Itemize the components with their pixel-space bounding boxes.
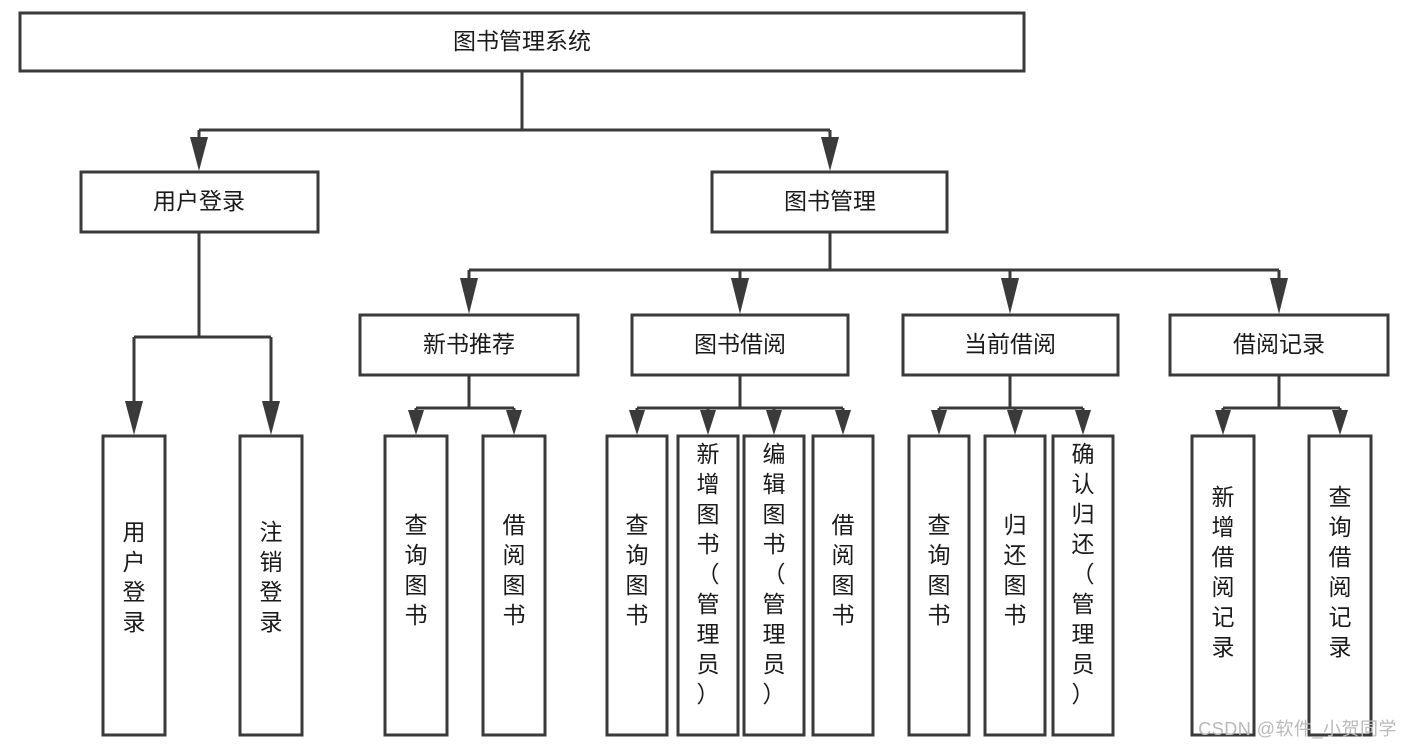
node-leaf-logout-login-label: 注销登录 <box>260 519 283 635</box>
arrow-head-leaf-return-book <box>1007 410 1023 435</box>
node-leaf-query-borrow-record-box[interactable] <box>1307 434 1373 737</box>
node-user-login-label: 用户登录 <box>153 188 245 214</box>
node-leaf-edit-book-admin-box[interactable] <box>742 434 806 737</box>
node-leaf-query-book-1[interactable]: 查询图书 <box>383 434 449 737</box>
arrow-head-new-book-recommend <box>460 278 478 314</box>
node-book-borrow[interactable]: 图书借阅 <box>630 313 850 377</box>
node-leaf-borrow-book-2[interactable]: 借阅图书 <box>811 434 875 737</box>
arrow-head-leaf-add-borrow-record <box>1215 410 1231 435</box>
node-leaf-confirm-return-admin-box[interactable] <box>1051 434 1115 737</box>
node-current-borrow[interactable]: 当前借阅 <box>901 313 1120 377</box>
connectors-layer <box>125 71 1348 435</box>
node-leaf-return-book-label: 归还图书 <box>1004 512 1027 628</box>
arrow-head-book-borrow <box>731 278 749 314</box>
node-leaf-query-book-3-label: 查询图书 <box>928 512 951 628</box>
node-leaf-user-login[interactable]: 用户登录 <box>101 434 167 737</box>
node-leaf-return-book-box[interactable] <box>983 434 1047 737</box>
arrow-head-current-borrow <box>1001 278 1019 314</box>
node-leaf-add-borrow-record[interactable]: 新增借阅记录 <box>1190 434 1256 737</box>
node-leaf-edit-book-admin[interactable]: 编辑图书（管理员） <box>742 434 806 737</box>
arrow-head-leaf-edit-book-admin <box>766 410 782 435</box>
arrow-head-book-manage <box>821 137 839 171</box>
node-book-borrow-box[interactable] <box>630 313 850 377</box>
node-book-manage-box[interactable] <box>710 170 949 234</box>
node-leaf-query-book-3-box[interactable] <box>907 434 971 737</box>
arrow-head-leaf-borrow-book-1 <box>506 410 522 435</box>
node-current-borrow-box[interactable] <box>901 313 1120 377</box>
node-leaf-user-login-label: 用户登录 <box>123 519 146 635</box>
node-root-box[interactable] <box>18 11 1026 73</box>
node-borrow-record-box[interactable] <box>1168 313 1390 377</box>
node-leaf-edit-book-admin-label: 编辑图书（管理员） <box>763 441 786 707</box>
node-leaf-query-book-2[interactable]: 查询图书 <box>605 434 669 737</box>
node-leaf-borrow-book-2-label: 借阅图书 <box>832 512 855 628</box>
arrow-head-borrow-record <box>1270 278 1288 314</box>
node-borrow-record[interactable]: 借阅记录 <box>1168 313 1390 377</box>
node-leaf-user-login-box[interactable] <box>101 434 167 737</box>
node-leaf-add-book-admin[interactable]: 新增图书（管理员） <box>676 434 740 737</box>
node-leaf-query-book-2-box[interactable] <box>605 434 669 737</box>
node-leaf-add-book-admin-box[interactable] <box>676 434 740 737</box>
node-leaf-borrow-book-2-box[interactable] <box>811 434 875 737</box>
node-leaf-confirm-return-admin[interactable]: 确认归还（管理员） <box>1051 434 1115 737</box>
node-new-book-recommend[interactable]: 新书推荐 <box>358 313 580 377</box>
node-book-manage[interactable]: 图书管理 <box>710 170 949 234</box>
node-leaf-add-book-admin-label: 新增图书（管理员） <box>697 441 720 707</box>
arrow-head-user-login <box>190 137 208 171</box>
node-leaf-logout-login[interactable]: 注销登录 <box>238 434 304 737</box>
node-leaf-confirm-return-admin-label: 确认归还（管理员） <box>1072 441 1095 707</box>
node-leaf-add-borrow-record-box[interactable] <box>1190 434 1256 737</box>
node-root-label: 图书管理系统 <box>453 28 591 54</box>
node-leaf-borrow-book-1[interactable]: 借阅图书 <box>481 434 547 737</box>
node-new-book-recommend-box[interactable] <box>358 313 580 377</box>
node-leaf-logout-login-box[interactable] <box>238 434 304 737</box>
node-leaf-return-book[interactable]: 归还图书 <box>983 434 1047 737</box>
arrow-head-leaf-logout-login <box>262 401 280 435</box>
node-root[interactable]: 图书管理系统 <box>18 11 1026 73</box>
node-user-login-box[interactable] <box>79 170 320 234</box>
arrow-head-leaf-query-book-2 <box>629 410 645 435</box>
arrow-head-leaf-borrow-book-2 <box>835 410 851 435</box>
node-borrow-record-label: 借阅记录 <box>1233 331 1325 357</box>
node-leaf-query-borrow-record[interactable]: 查询借阅记录 <box>1307 434 1373 737</box>
node-book-borrow-label: 图书借阅 <box>694 331 786 357</box>
node-leaf-query-book-1-box[interactable] <box>383 434 449 737</box>
node-book-manage-label: 图书管理 <box>784 188 876 214</box>
node-leaf-add-borrow-record-label: 新增借阅记录 <box>1212 484 1235 660</box>
csdn-watermark: CSDN @软件_小贺同学 <box>1198 719 1397 739</box>
node-current-borrow-label: 当前借阅 <box>964 331 1056 357</box>
arrow-head-leaf-query-book-3 <box>931 410 947 435</box>
arrow-head-leaf-add-book-admin <box>700 410 716 435</box>
arrow-head-leaf-confirm-return-admin <box>1075 410 1091 435</box>
arrow-head-leaf-user-login <box>125 401 143 435</box>
node-leaf-query-borrow-record-label: 查询借阅记录 <box>1329 484 1352 660</box>
node-leaf-query-book-1-label: 查询图书 <box>405 512 428 628</box>
node-leaf-query-book-2-label: 查询图书 <box>626 512 649 628</box>
arrow-head-leaf-query-book-1 <box>408 410 424 435</box>
node-leaf-borrow-book-1-box[interactable] <box>481 434 547 737</box>
arrow-head-leaf-query-borrow-record <box>1332 410 1348 435</box>
node-new-book-recommend-label: 新书推荐 <box>423 331 515 357</box>
node-user-login[interactable]: 用户登录 <box>79 170 320 234</box>
node-leaf-borrow-book-1-label: 借阅图书 <box>503 512 526 628</box>
node-leaf-query-book-3[interactable]: 查询图书 <box>907 434 971 737</box>
